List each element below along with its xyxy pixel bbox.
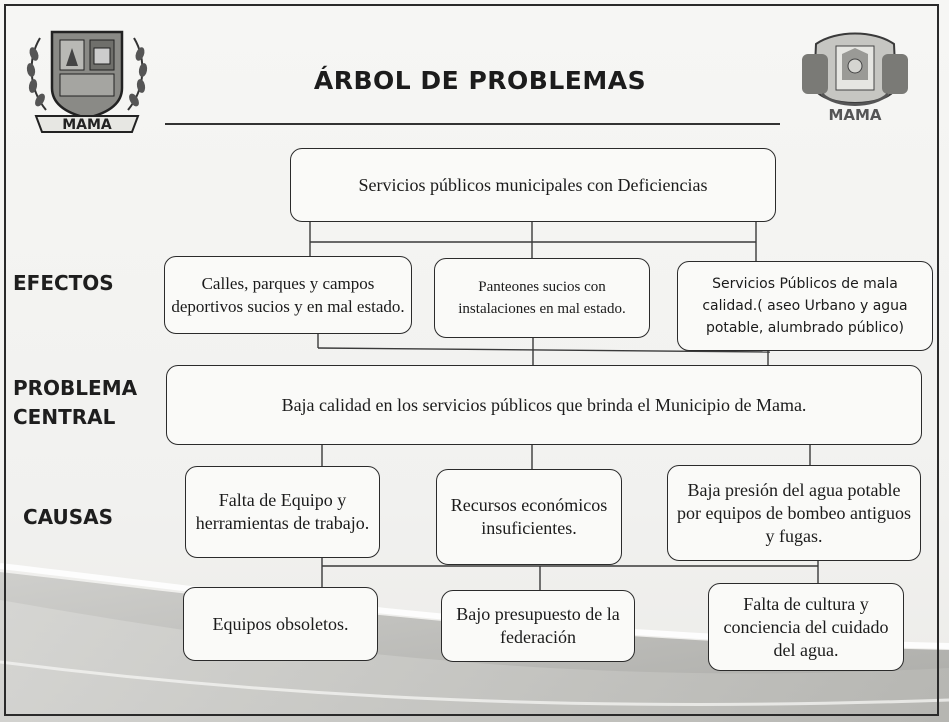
root-cause-text-2: Bajo presupuesto de la federación [456, 604, 620, 647]
effect-text-1: Calles, parques y campos deportivos suci… [171, 274, 405, 316]
effect-text-3: Servicios Públicos de mala calidad.( ase… [702, 276, 908, 336]
effect-box-2: Panteones sucios con instalaciones en ma… [434, 258, 650, 338]
effect-box-3: Servicios Públicos de mala calidad.( ase… [677, 261, 933, 351]
label-causas: CAUSAS [23, 505, 114, 529]
top-effect-text: Servicios públicos municipales con Defic… [358, 174, 708, 195]
central-problem-text: Baja calidad en los servicios públicos q… [281, 394, 807, 415]
central-problem-box: Baja calidad en los servicios públicos q… [166, 365, 922, 445]
page-title: ÁRBOL DE PROBLEMAS [313, 66, 647, 95]
label-efectos: EFECTOS [13, 271, 114, 295]
root-cause-box-2: Bajo presupuesto de la federación [441, 590, 635, 662]
root-cause-text-3: Falta de cultura y conciencia del cuidad… [723, 593, 889, 660]
effect-box-1: Calles, parques y campos deportivos suci… [164, 256, 412, 334]
left-logo-text: MAMA [62, 117, 112, 133]
cause-box-1: Falta de Equipo y herramientas de trabaj… [185, 466, 380, 558]
right-logo-text: MAMA [828, 106, 881, 124]
top-effect-box: Servicios públicos municipales con Defic… [290, 148, 776, 222]
label-problema: PROBLEMA [13, 376, 138, 400]
root-cause-text-1: Equipos obsoletos. [212, 613, 349, 634]
cause-box-3: Baja presión del agua potable por equipo… [667, 465, 921, 561]
cause-text-3: Baja presión del agua potable por equipo… [677, 479, 911, 546]
root-cause-box-1: Equipos obsoletos. [183, 587, 378, 661]
cause-box-2: Recursos económicos insuficientes. [436, 469, 622, 565]
effect-text-2: Panteones sucios con instalaciones en ma… [458, 279, 626, 317]
cause-text-1: Falta de Equipo y herramientas de trabaj… [195, 490, 370, 533]
right-municipal-logo-icon: MAMA [802, 32, 908, 124]
title-underline [165, 123, 780, 125]
cause-text-2: Recursos económicos insuficientes. [450, 495, 608, 538]
root-cause-box-3: Falta de cultura y conciencia del cuidad… [708, 583, 904, 671]
slide-frame [4, 4, 939, 716]
left-municipal-crest-icon: MAMA [26, 30, 148, 133]
label-central: CENTRAL [13, 405, 116, 429]
